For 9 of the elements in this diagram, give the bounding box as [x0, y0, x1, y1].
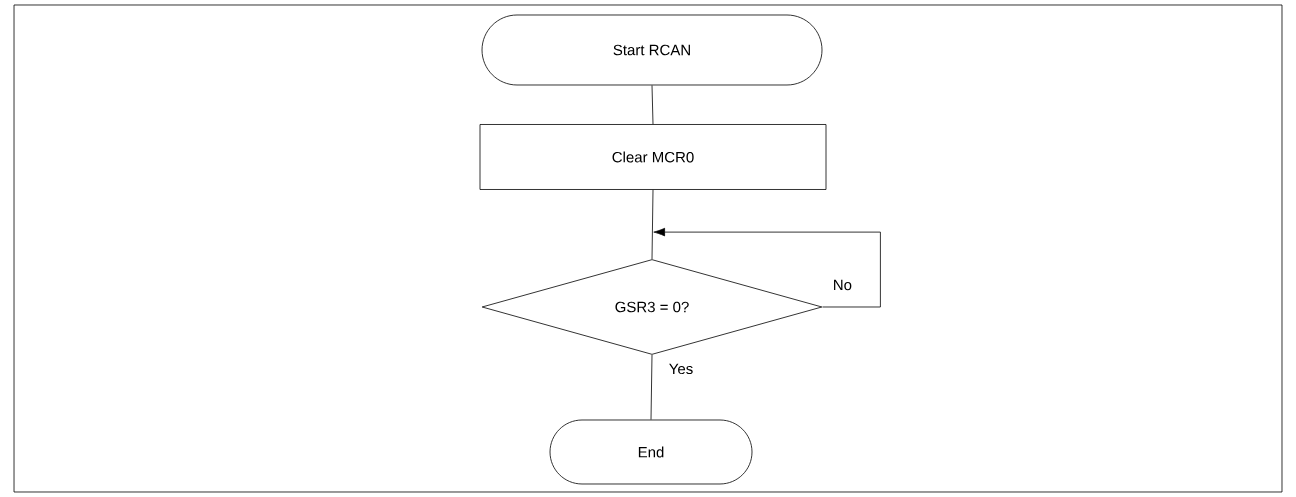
connector — [653, 227, 881, 308]
connector — [651, 189, 654, 260]
terminal-box: End — [549, 419, 753, 485]
edge-label: No — [831, 278, 853, 292]
connector — [650, 354, 653, 420]
process-box: Clear MCR0 — [479, 124, 827, 190]
edge-label: Yes — [667, 362, 695, 376]
terminal-box: Start RCAN — [481, 14, 823, 86]
connector — [651, 85, 654, 125]
